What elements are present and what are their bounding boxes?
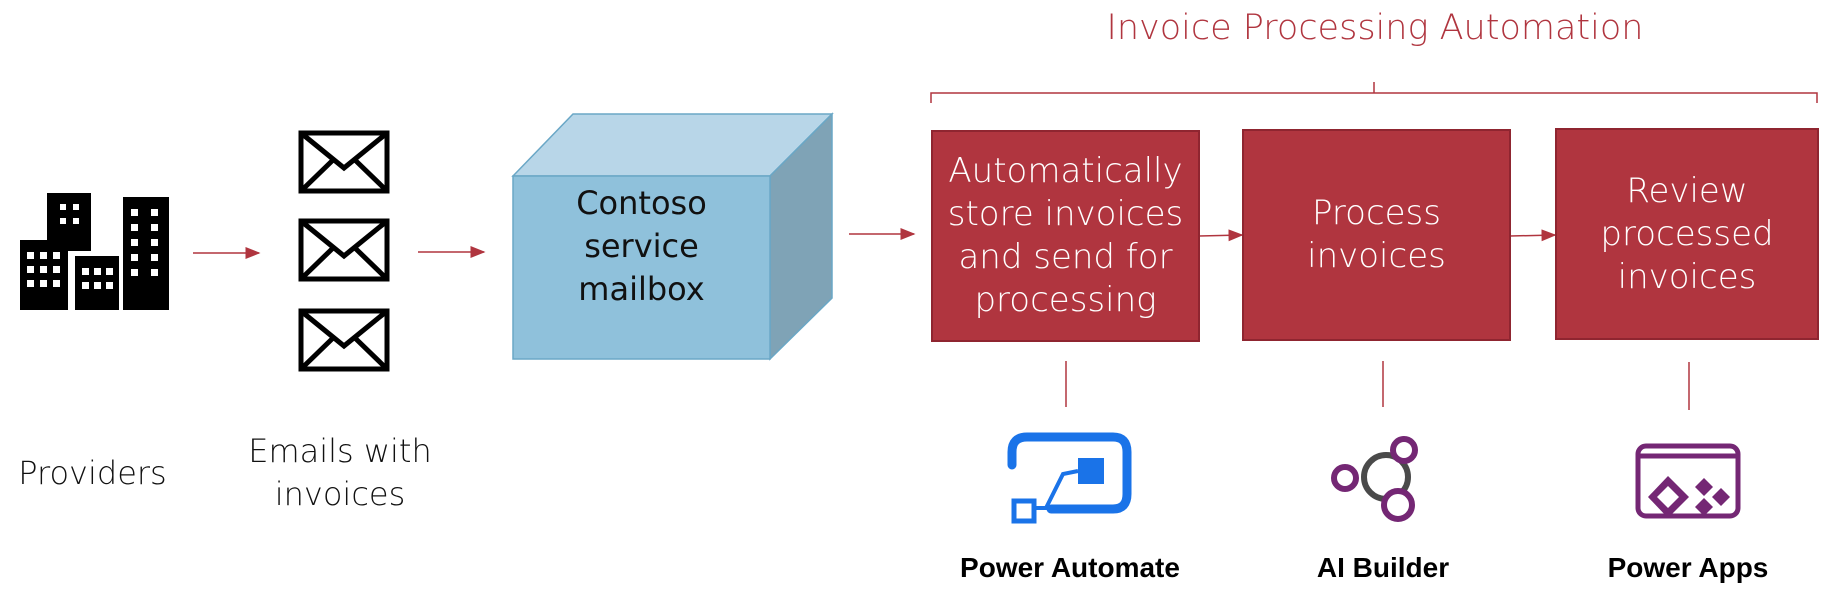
- step-box-3: [1555, 128, 1819, 340]
- product-label-ai-builder: AI Builder: [1316, 552, 1450, 583]
- arrow-step2-to-step3: [1509, 229, 1557, 242]
- step-1-label: Automatically store invoices and send fo…: [947, 151, 1184, 320]
- ai-builder-icon: [1331, 436, 1418, 522]
- providers-label: Providers: [18, 454, 167, 492]
- mailbox-label: Contoso service mailbox: [576, 184, 707, 308]
- step-2-label: Process invoices: [1307, 193, 1446, 276]
- envelope-icon: [298, 308, 390, 372]
- product-label-power-apps: Power Apps: [1607, 552, 1769, 583]
- product-label-power-automate: Power Automate: [960, 552, 1180, 583]
- power-apps-icon: [1635, 443, 1741, 519]
- arrow-step1-to-step2: [1198, 229, 1244, 242]
- power-automate-icon: [1007, 432, 1132, 524]
- step-3-label: Review processed invoices: [1600, 170, 1774, 297]
- step-box-2: [1242, 129, 1511, 341]
- envelope-icon: [298, 218, 390, 282]
- envelope-icon: [298, 130, 390, 194]
- automation-bracket: [930, 82, 1818, 103]
- emails-label: Emails with invoices: [248, 432, 432, 513]
- buildings-icon: [20, 193, 169, 310]
- step-box-1: [931, 130, 1200, 342]
- diagram-title: Invoice Processing Automation: [1106, 8, 1644, 48]
- mailbox-cube: [511, 112, 834, 361]
